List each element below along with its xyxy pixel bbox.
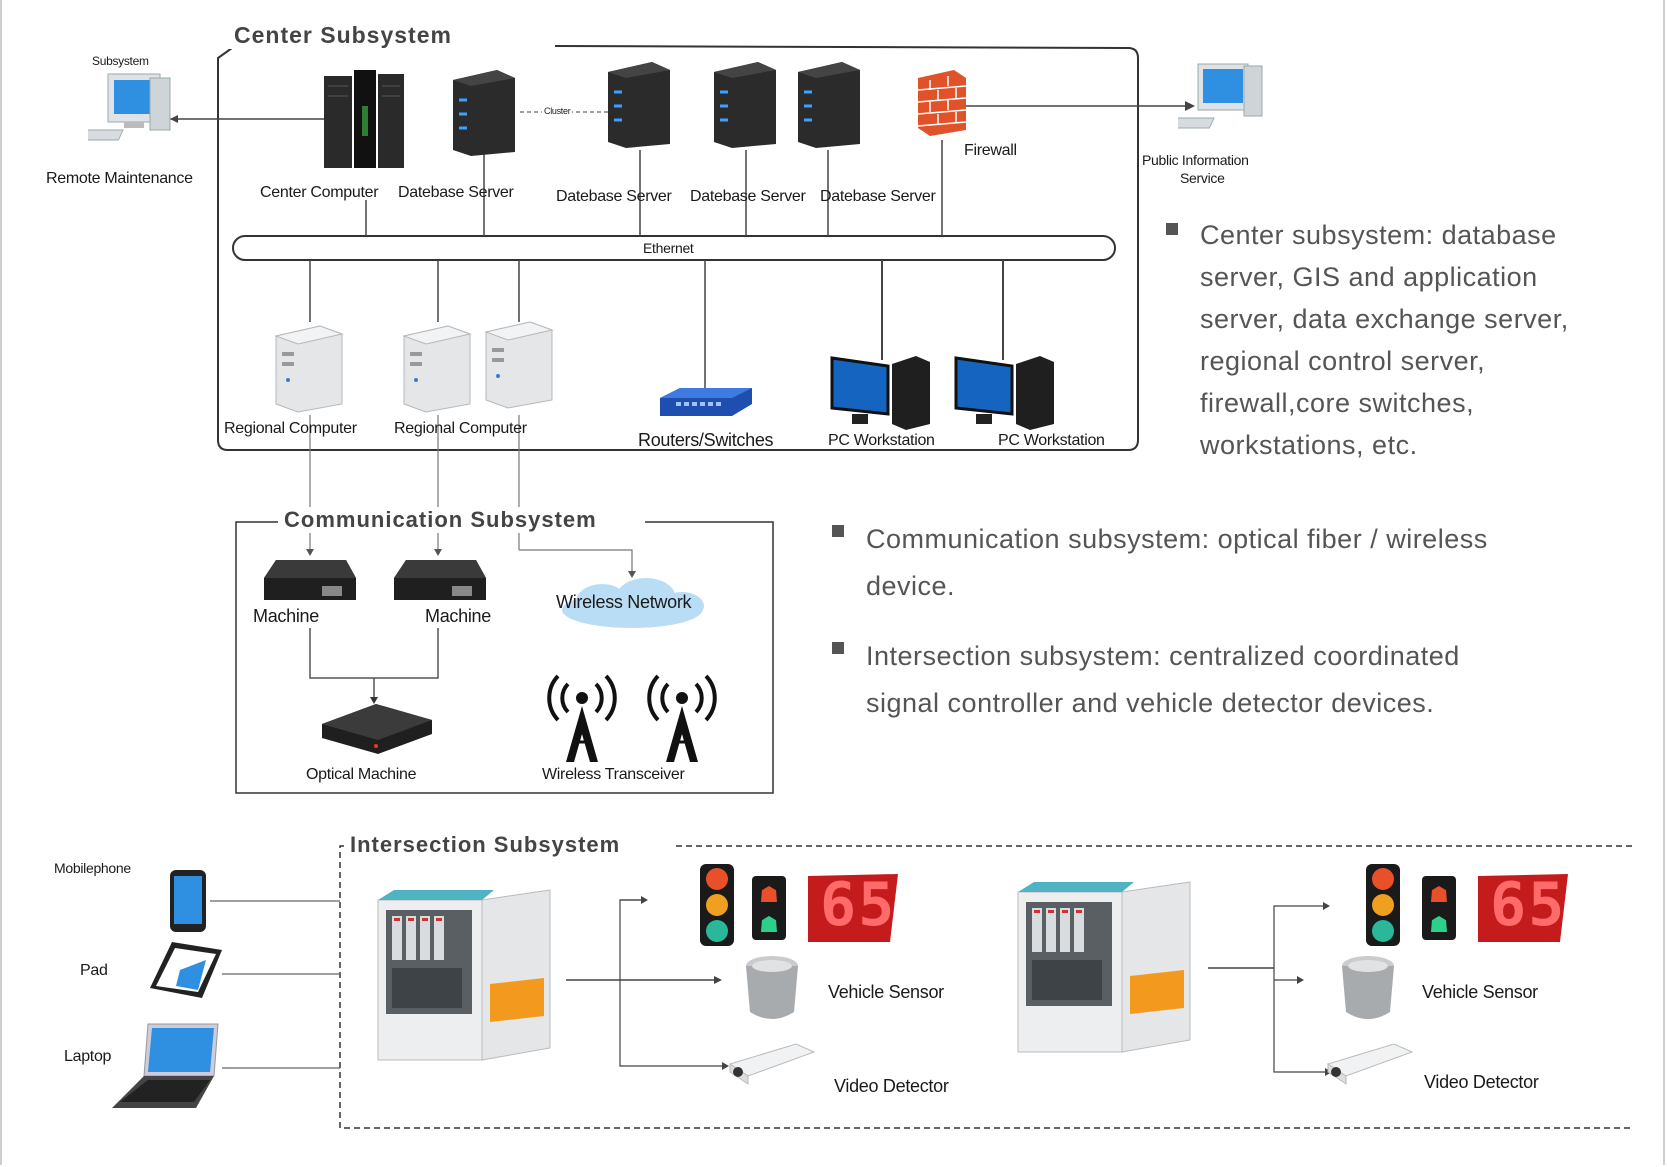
regional-computer-icon <box>484 321 554 409</box>
router-switch-icon <box>660 388 752 416</box>
pc-workstation-label-2: PC Workstation <box>998 432 1105 449</box>
regional-computer-label-1: Regional Computer <box>224 420 357 437</box>
countdown-display-icon <box>808 874 898 942</box>
machine-icon <box>394 560 486 600</box>
regional-computer-label-2: Regional Computer <box>394 420 527 437</box>
mobilephone-label: Mobilephone <box>54 860 131 876</box>
remote-maintenance-computer-icon <box>88 73 171 141</box>
database-server-label-4: Datebase Server <box>820 188 936 205</box>
mobilephone-icon <box>170 870 206 932</box>
cluster-label: Cluster <box>542 106 573 116</box>
database-server-label-1: Datebase Server <box>398 184 514 201</box>
laptop-icon <box>112 1023 219 1108</box>
svg-text:☗: ☗ <box>1429 913 1449 938</box>
regional-computer-icon <box>402 325 472 413</box>
video-detector-label-1: Video Detector <box>834 1076 949 1096</box>
signal-controller-cabinet-icon <box>1017 881 1191 1053</box>
center-computer-icon <box>324 70 404 168</box>
svg-text:☗: ☗ <box>759 883 779 908</box>
firewall-label: Firewall <box>964 142 1017 159</box>
database-server-icon <box>608 62 670 148</box>
countdown-value-1: 65 <box>820 870 897 940</box>
pc-workstation-icon <box>830 356 930 430</box>
traffic-light-icon <box>1366 864 1400 946</box>
video-detector-icon <box>728 1043 816 1085</box>
countdown-value-2: 65 <box>1490 870 1567 940</box>
laptop-label: Laptop <box>64 1048 112 1065</box>
video-detector-icon <box>1326 1043 1414 1085</box>
pedestrian-signal-icon: ☗ ☗ <box>752 876 786 940</box>
ethernet-label: Ethernet <box>643 240 694 256</box>
regional-computer-icon <box>274 325 344 413</box>
signal-controller-cabinet-icon <box>377 889 551 1061</box>
optical-machine-icon <box>322 704 432 754</box>
center-computer-label: Center Computer <box>260 184 379 201</box>
bullet-marker <box>1166 223 1178 235</box>
wireless-network-cloud-icon <box>562 578 704 628</box>
wireless-transceiver-icon <box>647 674 717 762</box>
svg-text:☗: ☗ <box>1429 883 1449 908</box>
vehicle-sensor-label-2: Vehicle Sensor <box>1422 982 1538 1002</box>
ethernet-bus <box>232 235 1116 261</box>
remote-subsystem-label: Subsystem <box>92 54 149 68</box>
countdown-display-icon <box>1478 874 1568 942</box>
wireless-transceiver-label: Wireless Transceiver <box>542 766 685 783</box>
vehicle-sensor-icon <box>746 956 798 1019</box>
pad-icon <box>150 942 222 998</box>
intersection-subsystem-title: Intersection Subsystem <box>344 832 627 858</box>
public-information-label: Public Information <box>1142 152 1249 168</box>
bullet-marker <box>832 525 844 537</box>
vehicle-sensor-icon <box>1342 956 1394 1019</box>
machine-label-1: Machine <box>253 606 319 626</box>
svg-text:☗: ☗ <box>759 913 779 938</box>
center-subsystem-title: Center Subsystem <box>228 22 458 49</box>
machine-label-2: Machine <box>425 606 491 626</box>
pc-workstation-icon <box>954 356 1054 430</box>
remote-maintenance-label: Remote Maintenance <box>46 170 193 187</box>
database-server-icon <box>453 70 515 156</box>
center-bullet-text: Center subsystem: database server, GIS a… <box>1200 220 1569 460</box>
routers-switches-label: Routers/Switches <box>638 430 774 450</box>
wireless-network-label: Wireless Network <box>556 592 692 612</box>
public-information-service-label: Service <box>1180 170 1225 186</box>
machine-icon <box>264 560 356 600</box>
database-server-label-2: Datebase Server <box>556 188 672 205</box>
communication-bullet-text: Communication subsystem: optical fiber /… <box>866 524 1488 601</box>
optical-machine-label: Optical Machine <box>306 766 417 783</box>
video-detector-label-2: Video Detector <box>1424 1072 1539 1092</box>
database-server-icon <box>798 62 860 148</box>
database-server-label-3: Datebase Server <box>690 188 806 205</box>
traffic-light-icon <box>700 864 734 946</box>
vehicle-sensor-label-1: Vehicle Sensor <box>828 982 944 1002</box>
bullet-marker <box>832 642 844 654</box>
pc-workstation-label-1: PC Workstation <box>828 432 935 449</box>
pad-label: Pad <box>80 962 108 979</box>
database-server-icon <box>714 62 776 148</box>
pedestrian-signal-icon: ☗ ☗ <box>1422 876 1456 940</box>
firewall-icon <box>917 70 967 136</box>
wireless-transceiver-icon <box>547 674 617 762</box>
public-information-computer-icon <box>1178 63 1263 129</box>
communication-subsystem-title: Communication Subsystem <box>278 507 603 533</box>
intersection-bullet-text: Intersection subsystem: centralized coor… <box>866 641 1460 718</box>
